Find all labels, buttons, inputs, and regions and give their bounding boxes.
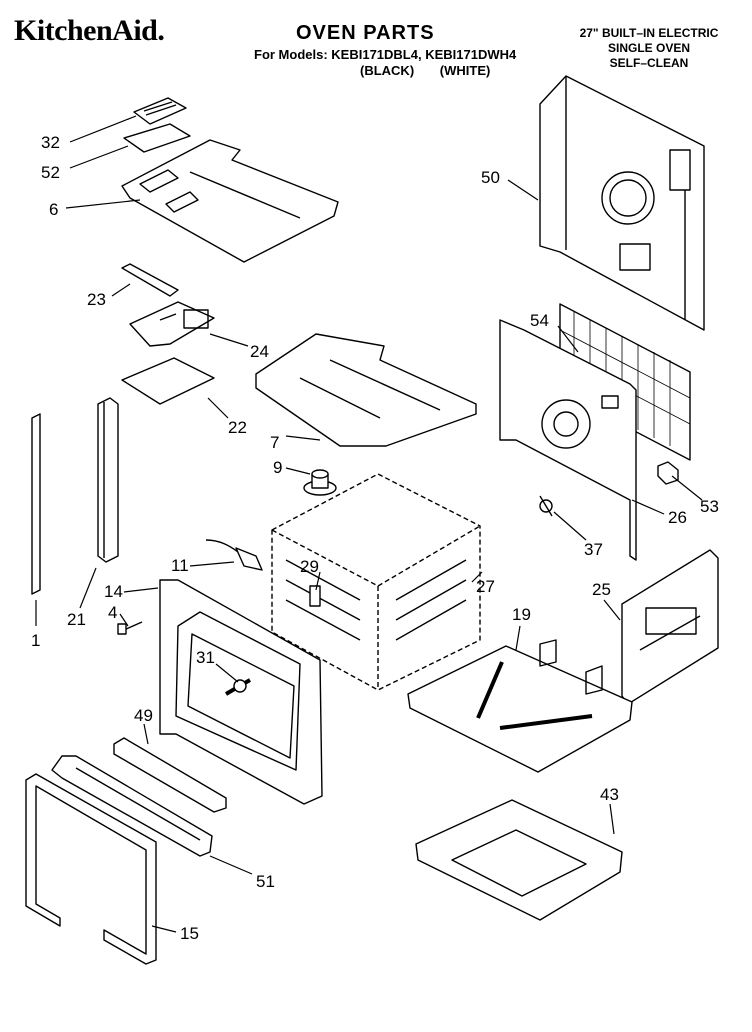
- color-variants: (BLACK) (WHITE): [360, 63, 490, 78]
- label-1: 1: [31, 631, 41, 650]
- part-25-shape: [621, 549, 719, 705]
- label-6: 6: [49, 200, 59, 219]
- label-7: 7: [270, 433, 280, 452]
- label-50: 50: [481, 168, 500, 187]
- label-53: 53: [700, 497, 719, 516]
- part-19-shape: [407, 639, 633, 773]
- label-37: 37: [584, 540, 603, 559]
- label-32: 32: [41, 133, 60, 152]
- part-4-shape: [117, 621, 143, 635]
- color-white: (WHITE): [439, 63, 491, 78]
- label-27: 27: [476, 577, 495, 596]
- label-11: 11: [171, 556, 189, 575]
- label-4: 4: [108, 603, 118, 622]
- part-22-shape: [121, 357, 215, 405]
- label-26: 26: [668, 508, 687, 527]
- part-15-shape: [25, 773, 157, 965]
- part-9-shape: [303, 469, 337, 496]
- part-6-shape: [121, 139, 339, 263]
- label-29: 29: [300, 557, 319, 576]
- label-9: 9: [273, 458, 283, 477]
- label-31: 31: [196, 648, 215, 667]
- part-27-shape: [271, 473, 481, 691]
- label-14: 14: [104, 582, 123, 601]
- part-11-shape: [205, 539, 263, 571]
- label-19: 19: [512, 605, 531, 624]
- part-21-shape: [97, 397, 119, 563]
- label-52: 52: [41, 163, 60, 182]
- spec-line-1: 27" BUILT–IN ELECTRIC: [579, 26, 719, 40]
- label-51: 51: [256, 872, 275, 891]
- part-53-shape: [657, 461, 679, 485]
- leader-lines: [35, 115, 703, 933]
- label-49: 49: [134, 706, 153, 725]
- part-43-shape: [415, 799, 623, 921]
- part-49-shape: [113, 737, 227, 813]
- models-line: For Models: KEBI171DBL4, KEBI171DWH4: [254, 47, 517, 62]
- part-24-shape: [129, 301, 215, 347]
- diagram-title: OVEN PARTS: [296, 22, 435, 44]
- label-54: 54: [530, 311, 549, 330]
- oven-spec: 27" BUILT–IN ELECTRIC SINGLE OVEN SELF–C…: [574, 26, 724, 71]
- color-black: (BLACK): [360, 63, 415, 78]
- spec-line-3: SELF–CLEAN: [609, 56, 689, 70]
- label-21: 21: [67, 610, 86, 629]
- label-43: 43: [600, 785, 619, 804]
- label-22: 22: [228, 418, 247, 437]
- part-31-shape: [224, 678, 252, 696]
- label-23: 23: [87, 290, 106, 309]
- part-1-shape: [31, 413, 41, 595]
- part-37-shape: [539, 495, 553, 517]
- part-50-shape: [539, 75, 705, 331]
- label-24: 24: [250, 342, 269, 361]
- part-52-shape: [123, 123, 191, 153]
- part-23-shape: [121, 263, 179, 297]
- part-26-shape: [499, 319, 637, 561]
- label-25: 25: [592, 580, 611, 599]
- spec-line-2: SINGLE OVEN: [607, 41, 690, 55]
- label-15: 15: [180, 924, 199, 943]
- brand-logo: KitchenAid.: [14, 14, 165, 47]
- part-29-shape: [309, 585, 321, 607]
- part-32-shape: [133, 97, 187, 125]
- part-7-shape: [255, 333, 477, 447]
- part-51-shape: [51, 755, 213, 857]
